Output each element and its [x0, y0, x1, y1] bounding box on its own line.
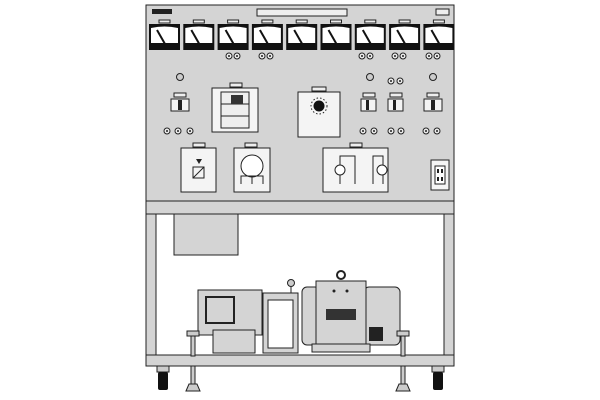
adjustment-knob[interactable]: [313, 100, 325, 112]
leveling-pad: [185, 383, 201, 392]
analog-meter: [183, 19, 215, 50]
meter-needle: [430, 29, 441, 45]
leveling-screw: [190, 365, 196, 385]
leveling-handle: [186, 330, 200, 337]
switch-module[interactable]: [170, 92, 190, 112]
meter-row: [149, 19, 455, 50]
right-leg: [443, 213, 455, 357]
analog-meter: [217, 19, 249, 50]
indicator-lamp: [176, 73, 184, 81]
switch-module[interactable]: [423, 92, 443, 112]
indicator-plate: [435, 8, 450, 16]
leveling-feet: [156, 330, 445, 392]
meter-needle: [190, 29, 201, 45]
meter-needle: [293, 29, 304, 45]
analog-meter: [320, 19, 352, 50]
caster-wheel: [433, 372, 443, 390]
storage-box: [173, 213, 239, 256]
analog-meter: [389, 19, 421, 50]
bench-bottom-rail: [145, 354, 455, 367]
left-leg: [145, 213, 157, 357]
meter-needle: [361, 29, 372, 45]
analog-meter: [286, 19, 318, 50]
coupling-guard: [262, 279, 299, 354]
nameplate: [256, 8, 348, 17]
meter-needle: [327, 29, 338, 45]
caster-wheel: [158, 372, 168, 390]
rectifier-module: [180, 142, 217, 193]
potentiometer-module: [297, 86, 341, 138]
switch-module[interactable]: [360, 92, 377, 112]
analog-meter: [423, 19, 455, 50]
leveling-handle: [396, 330, 410, 337]
meter-needle: [259, 29, 269, 45]
indicator-lamp: [429, 73, 437, 81]
motor-circuit-module: [322, 142, 389, 193]
power-outlet[interactable]: [430, 159, 450, 191]
switch-module[interactable]: [387, 92, 404, 112]
induction-motor: [301, 270, 401, 353]
analog-meter: [149, 19, 180, 50]
leveling-pad: [395, 383, 411, 392]
dc-generator: [197, 289, 263, 354]
meter-needle: [224, 29, 235, 45]
analog-meter: [251, 19, 283, 50]
brand-logo: [152, 9, 172, 14]
rheostat-module: [233, 142, 271, 193]
meter-needle: [156, 29, 166, 45]
meter-needle: [396, 29, 406, 45]
controller-module: [211, 82, 259, 133]
indicator-lamp: [366, 73, 374, 81]
analog-meter: [354, 19, 386, 50]
bench-top-rail: [145, 200, 455, 215]
leveling-screw: [400, 365, 406, 385]
